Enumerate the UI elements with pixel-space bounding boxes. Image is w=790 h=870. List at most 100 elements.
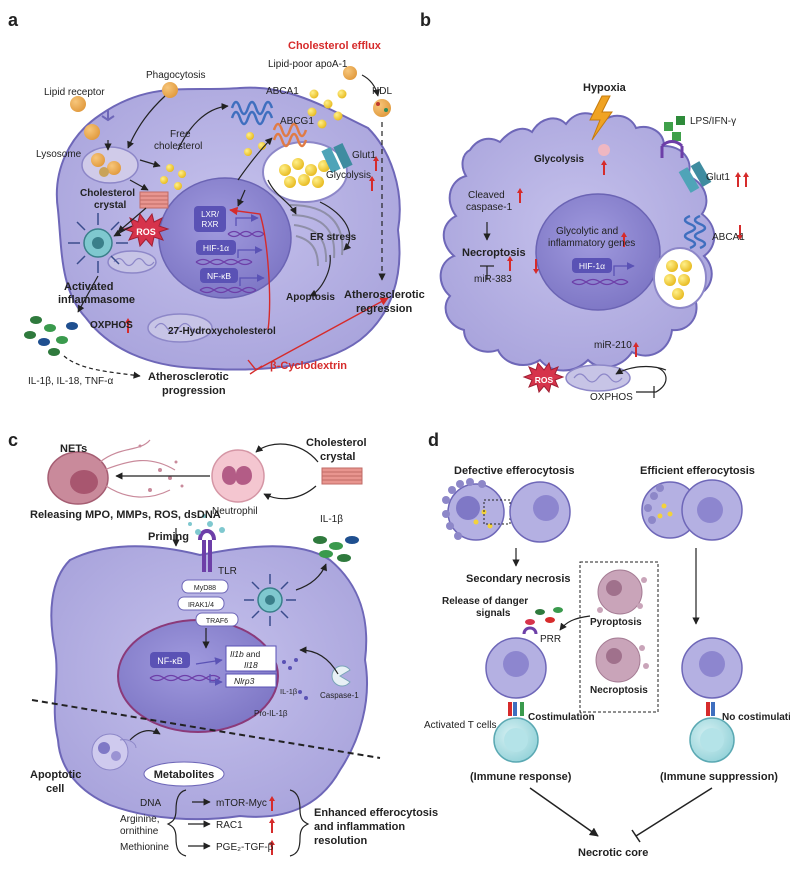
panel-d-letter: d <box>428 430 439 450</box>
efficient-efferocytosis-cells <box>641 479 743 541</box>
glut1-transporter-b <box>678 161 712 193</box>
glycolytic-genes-label-1: Glycolytic and <box>556 226 618 237</box>
dna-strands-b <box>571 278 629 286</box>
svg-text:HIF-1α: HIF-1α <box>203 243 229 253</box>
hif1a-box-b: HIF-1α <box>572 258 612 273</box>
cyclodextrin-label: β-Cyclodextrin <box>270 360 347 372</box>
glut1-transporter-a <box>321 143 353 173</box>
athero-progression-label-1: Atherosclerotic <box>148 371 229 383</box>
necroptosis-cell <box>595 637 649 683</box>
cholesterol-crystal-label-c1: Cholesterol <box>306 437 367 449</box>
abca1-label-b: ABCA1 <box>712 232 745 243</box>
release-label-1: Release of danger <box>442 596 528 607</box>
mitochondrion-b <box>565 364 631 392</box>
svg-text:LXR/: LXR/ <box>201 210 220 219</box>
dna-label-c: DNA <box>140 798 161 809</box>
panel-a: a <box>8 10 425 397</box>
hif1a-box-a: HIF-1α <box>196 240 236 255</box>
pge2-label: PGE₂-TGF-β <box>216 842 274 853</box>
cytokine-granules-a <box>24 316 78 356</box>
cholesterol-crystal-c <box>321 467 363 485</box>
caspase1-label: Caspase-1 <box>320 691 359 700</box>
lps-ifn-label: LPS/IFN-γ <box>690 116 736 127</box>
free-cholesterol-dots <box>160 132 266 190</box>
apoptosis-label-a: Apoptosis <box>286 292 335 303</box>
costimulation-label: Costimulation <box>528 712 595 723</box>
ros-label-a: ROS <box>136 227 156 237</box>
rac1-label: RAC1 <box>216 820 243 831</box>
gene-boxes-c: Il1b and Il18 Nlrp3 <box>225 645 277 688</box>
neutrophil <box>211 449 265 503</box>
red-arrows-b <box>507 160 749 357</box>
abca1-label-a: ABCA1 <box>266 86 299 97</box>
svg-text:HIF-1α: HIF-1α <box>579 261 605 271</box>
pyroptosis-label: Pyroptosis <box>590 617 642 628</box>
lightning-bolt-icon <box>589 95 613 141</box>
panel-a-letter: a <box>8 10 19 30</box>
mtor-label: mTOR-Myc <box>216 798 267 809</box>
dna-strands-a <box>195 230 265 294</box>
dna-strands-c <box>149 674 221 682</box>
inflammasome-a <box>68 213 128 273</box>
pyroptosis-cell <box>597 569 647 615</box>
nets-cell <box>47 439 184 505</box>
il1b-granules <box>313 536 359 562</box>
cholesterol-crystal-label-1: Cholesterol <box>80 188 135 199</box>
svg-text:NF-κB: NF-κB <box>157 656 183 666</box>
mitochondrion-a2 <box>107 250 157 274</box>
lysosome-label: Lysosome <box>36 149 82 160</box>
mitochondrion-a <box>147 313 213 343</box>
cholesterol-efflux-label: Cholesterol efflux <box>288 40 382 52</box>
efficient-efferocytosis-label: Efficient efferocytosis <box>640 465 755 477</box>
release-label-2: signals <box>476 608 511 619</box>
activated-inflammasome-label-1: Activated <box>64 281 114 293</box>
dashed-divider <box>31 699 381 759</box>
mir383-label: miR-383 <box>474 274 512 285</box>
methionine-label: Methionine <box>120 842 169 853</box>
enhanced-label-1: Enhanced efferocytosis <box>314 807 438 819</box>
ros-burst-b: ROS <box>522 361 565 394</box>
lipid-receptor-label: Lipid receptor <box>44 87 105 98</box>
svg-text:IRAK1/4: IRAK1/4 <box>188 602 214 609</box>
nucleus-b <box>535 193 661 311</box>
apc-left <box>485 637 547 699</box>
inflammasome-c <box>244 574 296 626</box>
arginine-label-2: ornithine <box>120 826 159 837</box>
tlr-label: TLR <box>218 566 237 577</box>
red-up-arrows-c <box>269 796 275 855</box>
svg-text:NF-κB: NF-κB <box>207 271 231 281</box>
defective-efferocytosis-label: Defective efferocytosis <box>454 465 574 477</box>
cleaved-caspase-label-2: caspase-1 <box>466 202 513 213</box>
abcg1-transporter-a <box>272 122 308 148</box>
abca1-transporter-b <box>683 214 707 250</box>
svg-text:Il18: Il18 <box>244 660 258 670</box>
hypoxia-vesicle <box>598 144 610 156</box>
adaptor-boxes: MyD88 IRAK1/4 TRAF6 <box>177 579 239 627</box>
activated-t-cells-label: Activated T cells <box>424 720 496 731</box>
panel-b-letter: b <box>420 10 431 30</box>
apoptotic-cell-label-2: cell <box>46 783 64 795</box>
svg-text:Metabolites: Metabolites <box>154 769 215 781</box>
activated-inflammasome-label-2: inflammasome <box>58 294 135 306</box>
free-cholesterol-label-2: cholesterol <box>154 141 202 152</box>
necrotic-core-label: Necrotic core <box>578 847 648 859</box>
lipid-droplets-b <box>664 260 692 300</box>
lysosome-a <box>81 146 139 184</box>
cholesterol-crystal-label-c2: crystal <box>320 451 355 463</box>
svg-text:Il1b: Il1b <box>230 649 244 659</box>
no-costimulation-label: No costimulation <box>722 712 790 723</box>
pro-il1b-dots <box>282 658 308 700</box>
hdl-particles <box>307 89 347 129</box>
prr-label: PRR <box>540 634 561 645</box>
lps-receptor <box>660 116 685 158</box>
immune-suppression-label: (Immune suppression) <box>660 771 778 783</box>
metabolites-badge: Metabolites <box>143 761 225 787</box>
hypoxia-label: Hypoxia <box>583 82 627 94</box>
svg-text:MyD88: MyD88 <box>194 585 216 592</box>
mhc-tcr-right <box>706 702 715 716</box>
apoa1-particle <box>343 66 357 80</box>
hydroxycholesterol-label: 27-Hydroxycholesterol <box>168 326 276 337</box>
athero-regression-label-2: regression <box>356 303 413 315</box>
panel-d: d <box>424 430 790 859</box>
hdl-label: HDL <box>372 86 392 97</box>
